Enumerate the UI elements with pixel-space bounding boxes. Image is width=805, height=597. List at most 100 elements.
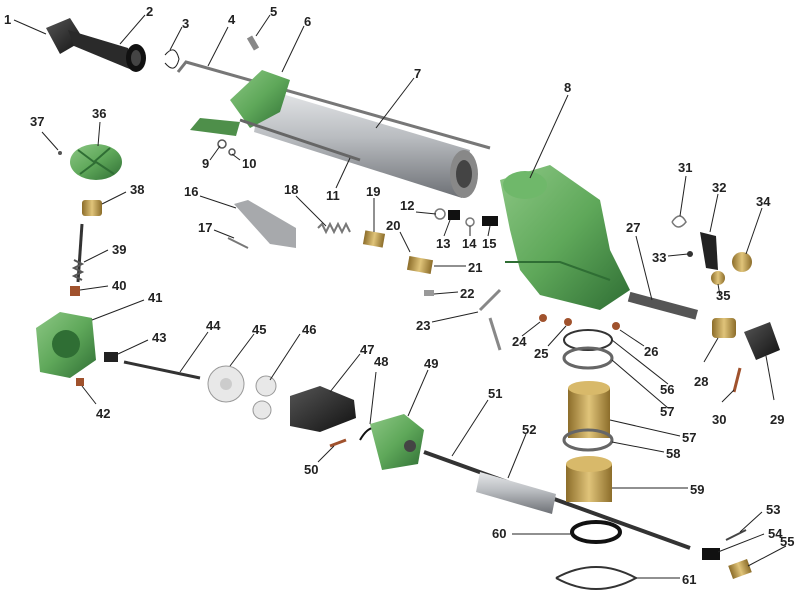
part-7-barrel (254, 88, 478, 198)
callout-label: 32 (712, 180, 726, 195)
callout-label: 23 (416, 318, 430, 333)
part-5-screw (246, 35, 260, 51)
callout-label: 49 (424, 356, 438, 371)
callout-33: 33 (652, 250, 689, 265)
callout-39: 39 (83, 242, 126, 263)
leader-line (255, 14, 271, 37)
callouts-layer: 1 2 3 4 5 6 7 8 9 10 11 12 13 14 15 16 1… (4, 4, 794, 587)
leader-line (433, 291, 459, 295)
callout-label: 31 (678, 160, 692, 175)
leader-line (507, 433, 527, 479)
callout-8: 8 (529, 80, 571, 179)
callout-53: 53 (739, 502, 780, 533)
leader-line (101, 191, 127, 205)
leader-line (231, 153, 241, 161)
callout-label: 60 (492, 526, 506, 541)
callout-label: 55 (780, 534, 794, 549)
part-55-bushing (728, 559, 752, 579)
callout-5: 5 (255, 4, 277, 37)
callout-label: 3 (182, 16, 189, 31)
callout-21: 21 (434, 260, 482, 275)
callout-3: 3 (169, 16, 189, 51)
callout-label: 30 (712, 412, 726, 427)
leader-line (765, 355, 775, 401)
callout-label: 1 (4, 12, 11, 27)
callout-label: 13 (436, 236, 450, 251)
callout-57a: 57 (611, 359, 674, 419)
callout-label: 61 (682, 572, 696, 587)
callout-label: 16 (184, 184, 198, 199)
callout-59: 59 (612, 482, 704, 497)
leader-line (13, 19, 47, 35)
callout-label: 43 (152, 330, 166, 345)
leader-line (717, 533, 765, 553)
part-25-nut (564, 318, 572, 326)
part-61-clip (555, 566, 639, 590)
part-47-housing (290, 386, 356, 432)
leader-line (207, 26, 229, 67)
callout-11: 11 (326, 157, 351, 203)
leader-line (81, 385, 97, 405)
part-2-nozzle (68, 30, 146, 72)
leader-line (399, 231, 411, 253)
callout-31: 31 (678, 160, 692, 217)
part-13-block (448, 210, 460, 220)
callout-30: 30 (712, 389, 735, 427)
callout-label: 10 (242, 156, 256, 171)
leader-line (415, 211, 437, 215)
part-51-shaft (423, 450, 691, 550)
callout-28: 28 (694, 337, 719, 389)
part-37-ball (58, 151, 62, 155)
callout-52: 52 (507, 422, 536, 479)
part-38-coupling (82, 200, 102, 216)
part-26-nut (612, 322, 620, 330)
part-45-gear (207, 365, 245, 403)
callout-label: 19 (366, 184, 380, 199)
leader-line (179, 331, 209, 373)
leader-line (295, 195, 327, 227)
part-52-tube (476, 472, 556, 514)
leader-line (451, 399, 489, 457)
part-40-nut (70, 286, 80, 296)
callout-label: 14 (462, 236, 477, 251)
part-4-rod (176, 60, 491, 150)
callout-24: 24 (512, 321, 541, 349)
leader-line (521, 321, 541, 337)
callout-49: 49 (407, 356, 438, 417)
part-10-ring (228, 148, 236, 156)
callout-label: 2 (146, 4, 153, 19)
leader-line (281, 25, 305, 73)
leader-line (679, 175, 687, 217)
leader-line (91, 299, 145, 321)
part-29-cap (744, 322, 780, 360)
part-36-impeller (70, 144, 122, 180)
callout-label: 5 (270, 4, 277, 19)
part-27-shaft (627, 291, 698, 320)
callout-label: 28 (694, 374, 708, 389)
part-43-plug (104, 352, 118, 362)
callout-57b: 58 (611, 441, 680, 461)
leader-line (443, 219, 451, 237)
part-14-ring (465, 217, 475, 227)
callout-35: 35 (716, 283, 730, 303)
part-54-block (702, 548, 720, 560)
part-8-elbow-body (500, 165, 630, 310)
leader-line (79, 285, 109, 291)
callout-46: 46 (269, 322, 316, 381)
leader-line (747, 545, 787, 567)
callout-label: 57 (682, 430, 696, 445)
part-28-bushing (712, 318, 736, 338)
callout-19: 19 (366, 184, 380, 232)
callout-label: 38 (130, 182, 144, 197)
callout-4: 4 (207, 12, 236, 67)
callout-label: 25 (534, 346, 548, 361)
callout-61: 61 (636, 572, 696, 587)
callout-label: 54 (768, 526, 783, 541)
callout-54: 54 (717, 526, 783, 553)
callout-label: 34 (756, 194, 771, 209)
part-19-bushing (362, 230, 386, 248)
leader-line (97, 121, 101, 147)
callout-label: 44 (206, 318, 221, 333)
part-50-pin (329, 438, 347, 448)
